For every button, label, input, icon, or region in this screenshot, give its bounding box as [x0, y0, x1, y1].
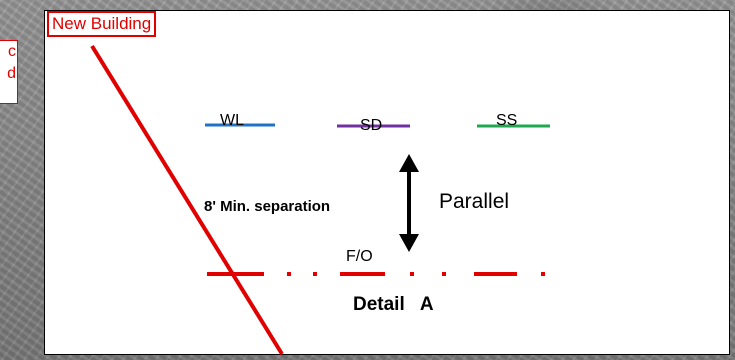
fiber-optic-label: F/O: [346, 248, 373, 265]
detail-title: Detail A: [353, 294, 434, 315]
cut-off-label-line-2: d: [7, 65, 16, 82]
fiber-optic-dots: [287, 272, 545, 276]
cut-off-label: c d: [0, 40, 18, 104]
building-boundary-line: [90, 44, 284, 356]
separation-arrow-icon: [399, 154, 419, 252]
water-line-label: WL: [220, 112, 244, 129]
separation-label: 8' Min. separation: [204, 198, 331, 215]
cut-off-label-line-1: c: [8, 43, 16, 60]
storm-drain-label: SD: [360, 117, 383, 134]
detail-panel: [44, 10, 730, 355]
orientation-label: Parallel: [439, 190, 510, 213]
sanitary-sewer-label: SS: [496, 112, 518, 129]
new-building-label: New Building: [47, 11, 157, 37]
